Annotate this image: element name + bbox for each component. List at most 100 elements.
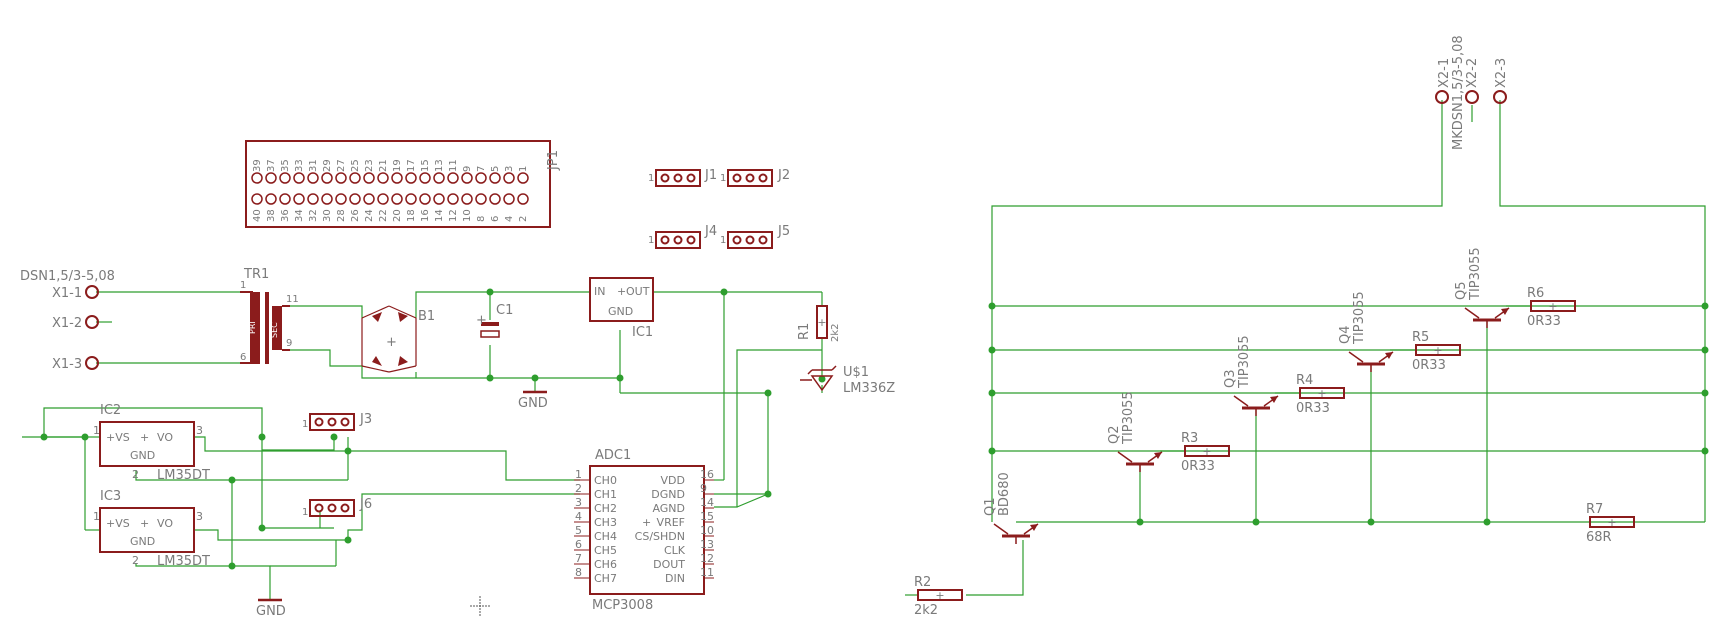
adc-pin-name: DIN bbox=[665, 572, 685, 585]
adc-plus: + bbox=[642, 516, 651, 529]
jp1-pin-label: 21 bbox=[378, 159, 389, 172]
resistor-plus: + bbox=[1317, 387, 1326, 400]
ic3-plus: + bbox=[140, 517, 149, 530]
ic2-vs: +VS bbox=[106, 431, 130, 444]
tr1-pin-9: 9 bbox=[286, 338, 292, 349]
adc-pin-name: VDD bbox=[661, 474, 685, 487]
adc-pin-name: VREF bbox=[657, 516, 685, 529]
header-j3: 1 J3 bbox=[302, 412, 372, 431]
transistor-name: Q3 bbox=[1223, 369, 1238, 388]
jp1-pin-label: 39 bbox=[252, 159, 263, 172]
ic3-vo: VO bbox=[157, 517, 173, 530]
adc-pin-number: 7 bbox=[575, 552, 582, 565]
jp1-pad bbox=[293, 172, 305, 184]
adc-pin-name: CH7 bbox=[594, 572, 617, 585]
ic1-name: IC1 bbox=[632, 325, 653, 340]
jp1-pad bbox=[489, 193, 501, 205]
jp1-pad bbox=[335, 193, 347, 205]
transistor-name: Q1 bbox=[983, 497, 998, 516]
adc-pin-number: 12 bbox=[700, 552, 714, 565]
jp1-pad bbox=[251, 172, 263, 184]
x1-pin-2-terminal bbox=[85, 315, 99, 329]
jp1-pin-label: 2 bbox=[518, 216, 529, 222]
jp1-pin-label: 6 bbox=[490, 216, 501, 222]
ic1-plus: + bbox=[617, 285, 626, 298]
adc-pin-number: 16 bbox=[700, 468, 714, 481]
jp1-pad bbox=[461, 193, 473, 205]
jp1-pin-label: 33 bbox=[294, 159, 305, 172]
ic1-in: IN bbox=[594, 285, 605, 298]
transistor-value: TIP3055 bbox=[1352, 291, 1367, 345]
jp1-pin-label: 23 bbox=[364, 159, 375, 172]
ic3-value: LM35DT bbox=[157, 554, 210, 569]
resistor-value: 0R33 bbox=[1412, 358, 1446, 373]
jp1-pin-label: 28 bbox=[336, 209, 347, 222]
header-j4: 1 J4 bbox=[648, 224, 717, 249]
jp1-pin-label: 12 bbox=[448, 209, 459, 222]
j3-pin1-mark: 1 bbox=[302, 419, 308, 430]
adc-pin-number: 2 bbox=[575, 482, 582, 495]
j3-name: J3 bbox=[359, 412, 372, 427]
jp1-name: JP1 bbox=[546, 150, 561, 171]
jp1-pin-label: 11 bbox=[448, 159, 459, 172]
ic3-name: IC3 bbox=[100, 489, 121, 504]
j5-name: J5 bbox=[777, 224, 790, 239]
x2-pin-3-label: X2-3 bbox=[1494, 58, 1509, 88]
resistor-plus: + bbox=[1548, 300, 1557, 313]
x1-pin-1-terminal bbox=[85, 285, 99, 299]
resistor-value: 0R33 bbox=[1181, 459, 1215, 474]
jp1-pad bbox=[377, 193, 389, 205]
adc-pin-number: 4 bbox=[575, 510, 582, 523]
resistor-name: R7 bbox=[1586, 502, 1603, 517]
header-j5: 1 J5 bbox=[720, 224, 790, 249]
jp1-pad bbox=[349, 193, 361, 205]
adc-pin-number: 9 bbox=[700, 482, 707, 495]
r1-value: 2k2 bbox=[830, 323, 841, 342]
header-j6: 1 J6 bbox=[302, 497, 372, 518]
resistor-name: R4 bbox=[1296, 373, 1313, 388]
jp1-pad bbox=[293, 193, 305, 205]
jp1-pad bbox=[419, 193, 431, 205]
adc-pin-name: DGND bbox=[651, 488, 685, 501]
jp1-pin-label: 3 bbox=[504, 166, 515, 172]
gnd-symbol-2: GND bbox=[256, 598, 286, 619]
jp1-pin-label: 10 bbox=[462, 209, 473, 222]
jp1-pad bbox=[433, 172, 445, 184]
jp1-pad bbox=[321, 172, 333, 184]
jp1-pad bbox=[265, 172, 277, 184]
adc-pin-name: AGND bbox=[652, 502, 685, 515]
wires-left bbox=[22, 291, 823, 600]
jp1-pad bbox=[279, 193, 291, 205]
wires-right bbox=[905, 100, 1706, 596]
adc-pin-name: CH6 bbox=[594, 558, 617, 571]
adc-pin-number: 13 bbox=[700, 538, 714, 551]
jp1-pad bbox=[475, 172, 487, 184]
jp1-pin-label: 8 bbox=[476, 216, 487, 222]
adc-pin-number: 15 bbox=[700, 510, 714, 523]
junctions-right bbox=[988, 302, 1709, 526]
tr1-pri-label: PRI bbox=[248, 321, 257, 334]
resistor-name: R3 bbox=[1181, 431, 1198, 446]
jp1-pad bbox=[405, 172, 417, 184]
ic2-vo: VO bbox=[157, 431, 173, 444]
j2-name: J2 bbox=[777, 168, 790, 183]
jp1-pad bbox=[251, 193, 263, 205]
j2-pin1-mark: 1 bbox=[720, 173, 726, 184]
jp1-pin-label: 35 bbox=[280, 159, 291, 172]
jp1-pin-label: 4 bbox=[504, 216, 515, 222]
jp1-pad bbox=[321, 193, 333, 205]
sensor-ic2: IC2 1 3 2 +VS + VO GND LM35DT bbox=[93, 403, 210, 483]
jp1-pin-label: 22 bbox=[378, 209, 389, 222]
jp1-pin-label: 30 bbox=[322, 209, 333, 222]
j1-pin1-mark: 1 bbox=[648, 173, 654, 184]
gnd-label-1: GND bbox=[518, 396, 548, 411]
ic3-pin1: 1 bbox=[93, 510, 100, 523]
tr1-sec-label: SEC bbox=[270, 322, 279, 338]
